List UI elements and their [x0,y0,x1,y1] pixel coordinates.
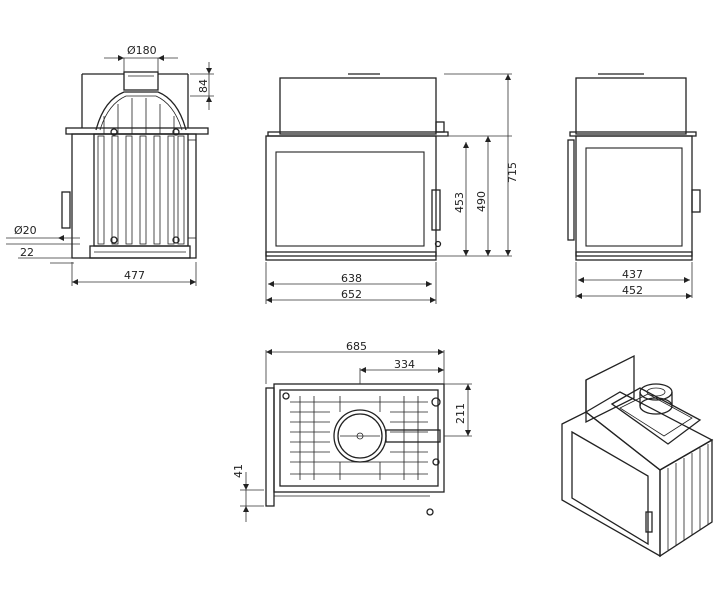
side-view: 453 490 715 638 652 [265,73,519,304]
dim-inlet-height: 22 [20,246,34,259]
dim-rear-inner-width: 437 [622,268,643,281]
dim-front-width: 477 [124,269,145,282]
dim-total-depth: 685 [346,340,367,353]
iso-view [561,354,714,558]
dim-door-height: 490 [475,191,488,212]
dim-glass-height: 453 [453,192,466,213]
dim-side-inner-width: 638 [341,272,362,285]
dim-inlet-diameter: Ø20 [14,224,37,237]
front-fins [97,98,185,245]
dim-flue-height: 84 [197,79,210,93]
dim-total-height: 715 [506,162,519,183]
rear-view: 437 452 [567,73,701,299]
top-view: 685 334 211 41 [232,340,472,522]
dim-base-offset: 41 [232,464,245,478]
dim-rear-outer-width: 452 [622,284,643,297]
dim-side-outer-width: 652 [341,288,362,301]
dim-flue-diameter: Ø180 [127,44,157,57]
dim-flue-offset: 334 [394,358,415,371]
iso-fins [667,444,709,550]
dim-flue-side-offset: 211 [454,403,467,424]
front-view: Ø180 84 Ø20 22 477 [6,44,214,286]
top-grate [290,396,428,480]
